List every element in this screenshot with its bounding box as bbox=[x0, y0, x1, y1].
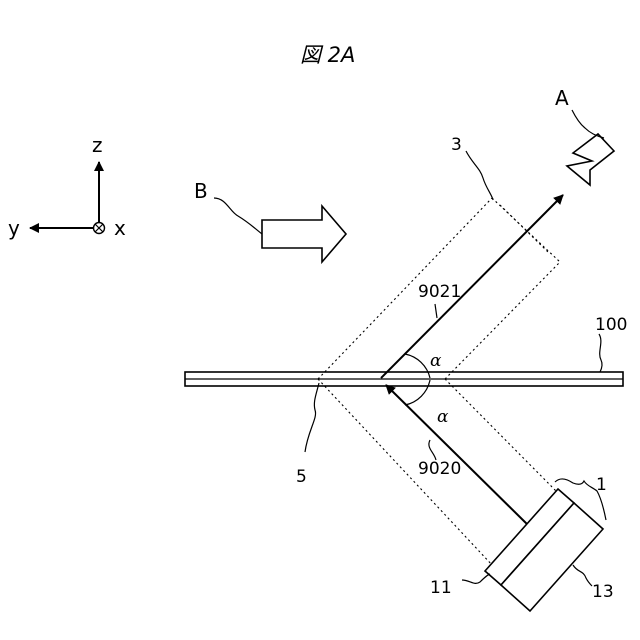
label-3: 3 bbox=[451, 135, 462, 155]
ray-9021-leader bbox=[435, 304, 437, 318]
ray-9021-label: 9021 bbox=[418, 282, 461, 302]
arrow-b-leader bbox=[214, 198, 262, 234]
leader-5 bbox=[305, 383, 319, 452]
y-axis-label: y bbox=[8, 216, 20, 240]
label-5: 5 bbox=[296, 467, 307, 487]
outgoing-beam-right-edge bbox=[445, 262, 560, 379]
leader-100 bbox=[599, 334, 602, 372]
label-1: 1 bbox=[596, 475, 607, 495]
label-13: 13 bbox=[592, 582, 614, 602]
ray-9020-label: 9020 bbox=[418, 459, 461, 479]
leader-3 bbox=[466, 151, 493, 200]
leader-13 bbox=[573, 565, 592, 586]
angle-arc-outgoing bbox=[405, 354, 430, 378]
ray-9020-incoming bbox=[386, 385, 530, 527]
ray-9020-leader bbox=[429, 440, 436, 460]
z-axis-label: z bbox=[92, 133, 103, 157]
incoming-beam-left-edge bbox=[318, 379, 493, 566]
plate-100 bbox=[185, 372, 623, 386]
light-source-1 bbox=[485, 489, 603, 611]
arrow-a-shape bbox=[567, 134, 614, 185]
arrow-a-leader bbox=[572, 110, 604, 138]
angle-arc-incoming bbox=[405, 380, 430, 405]
arrow-a: A bbox=[555, 86, 614, 185]
ray-9021-outgoing bbox=[381, 195, 563, 378]
outgoing-beam-inner-dash bbox=[500, 205, 550, 254]
angle-alpha-incoming-label: α bbox=[437, 407, 449, 427]
label-11: 11 bbox=[430, 578, 452, 598]
leader-11 bbox=[462, 574, 490, 583]
figure-title: 図 2A bbox=[300, 43, 355, 67]
arrow-a-label: A bbox=[555, 86, 569, 110]
arrow-b-shape bbox=[262, 206, 346, 262]
x-axis-label: x bbox=[114, 216, 126, 240]
arrow-b: B bbox=[194, 179, 346, 262]
angle-alpha-outgoing-label: α bbox=[430, 351, 442, 371]
coordinate-axes: z y x bbox=[8, 133, 126, 240]
outgoing-beam-left-edge bbox=[318, 198, 492, 379]
incoming-beam-right-edge bbox=[445, 379, 560, 495]
label-100: 100 bbox=[595, 315, 627, 335]
arrow-b-label: B bbox=[194, 179, 208, 203]
